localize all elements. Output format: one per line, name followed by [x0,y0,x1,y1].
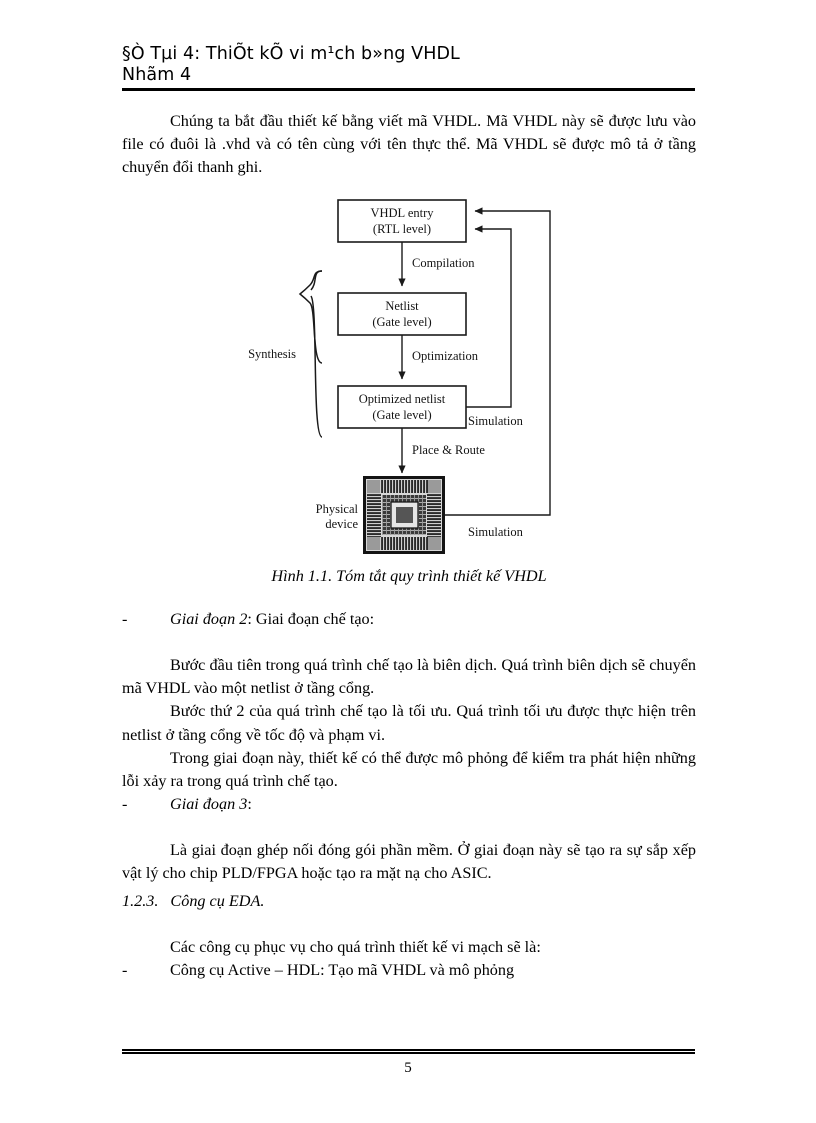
stage3-paragraph-1: Là giai đoạn ghép nối đóng gói phần mềm.… [122,841,696,883]
section-123-bullet-dash: - [122,961,128,980]
section-123-title: Công cụ EDA. [170,892,265,910]
synthesis-brace-path [298,270,323,364]
chip-pins-top [380,480,428,493]
node-vhdl-entry: VHDL entry (RTL level) [337,199,467,243]
synthesis-brace-lower [310,295,323,438]
stage2-heading-text: Giai đoạn 2: Giai đoạn chế tạo: [122,608,696,631]
synthesis-brace-upper [310,270,323,291]
stage2-paragraph-1: Bước đầu tiên trong quá trình chế tạo là… [122,656,696,698]
node-vhdl-entry-line2: (RTL level) [373,222,431,236]
node-netlist-box [337,292,467,336]
node-vhdl-entry-line1: VHDL entry [370,206,434,220]
edge-label-simulation-lower: Simulation [468,525,524,539]
header-title-line1: §Ò Tµi 4: ThiÕt kÕ vi m¹ch b»ng VHDL [122,44,460,64]
edge-label-compilation: Compilation [412,256,475,270]
edge-simulation-upper-path [466,225,512,408]
edge-label-optimization: Optimization [412,349,479,363]
edge-label-simulation-upper: Simulation [468,414,524,428]
stage3-block: - Giai đoạn 3: [122,793,696,816]
stage3-heading-text: Giai đoạn 3: [122,793,696,816]
figure-caption-block: Hình 1.1. Tóm tắt quy trình thiết kế VHD… [122,565,696,588]
node-physical-device-line2: device [325,517,358,531]
intro-paragraph: Chúng ta bắt đầu thiết kế bằng viết mã V… [122,112,696,177]
page-number: 5 [404,1060,412,1076]
flow-diagram-svg: VHDL entry (RTL level) Netlist (Gate lev… [248,199,551,554]
node-netlist-line2: (Gate level) [372,315,431,329]
synthesis-brace-label: Synthesis [248,347,296,361]
stage2-block: - Giai đoạn 2: Giai đoạn chế tạo: [122,608,696,631]
chip-pins-left [367,493,381,537]
footer-divider [122,1049,695,1054]
node-physical-device-line1: Physical [316,502,359,516]
edge-simulation-lower: Simulation [445,207,551,539]
figure-caption: Hình 1.1. Tóm tắt quy trình thiết kế VHD… [271,567,547,585]
stage3-heading-row: - Giai đoạn 3: [122,793,696,816]
stage2-paragraph-3: Trong giai đoạn này, thiết kế có thể đượ… [122,748,696,791]
edge-simulation-upper: Simulation [466,225,524,428]
footer-rule-bottom [122,1052,695,1054]
section-123-paragraph-1: Các công cụ phục vụ cho quá trình thiết … [170,938,541,956]
section-123-item-text: Công cụ Active – HDL: Tạo mã VHDL và mô … [170,961,515,980]
edge-simulation-lower-path [445,207,551,516]
chip-corner-tl [367,480,380,493]
section-123-number: 1.2.3. [122,892,159,910]
chip-corner-br [428,537,441,550]
stage2-bullet-dash: - [122,610,128,628]
edge-label-place-and-route: Place & Route [412,443,485,457]
stage3-bullet-dash: - [122,795,128,813]
chip-pins-right [427,493,441,537]
header-title-line2: Nhãm 4 [122,65,192,85]
chip-pins-bottom [380,537,428,550]
node-netlist: Netlist (Gate level) [337,292,467,336]
chip-die-core [396,507,413,523]
node-optimized-netlist: Optimized netlist (Gate level) [337,385,467,429]
node-vhdl-entry-box [337,199,467,243]
section-123-heading: 1.2.3. Công cụ EDA. [122,890,696,913]
figure-vhdl-design-flow: VHDL entry (RTL level) Netlist (Gate lev… [230,190,620,560]
stage3-heading-rest: : [247,795,252,813]
chip-corner-bl [367,537,380,550]
section-123-body: Các công cụ phục vụ cho quá trình thiết … [122,936,696,982]
synthesis-brace: Synthesis [248,270,323,438]
intro-block: Chúng ta bắt đầu thiết kế bằng viết mã V… [122,110,696,180]
footer-rule-top [122,1049,695,1051]
stage3-paragraphs: Là giai đoạn ghép nối đóng gói phần mềm.… [122,839,696,885]
node-netlist-line1: Netlist [385,299,419,313]
stage2-paragraphs: Bước đầu tiên trong quá trình chế tạo là… [122,654,696,793]
stage2-heading-row: - Giai đoạn 2: Giai đoạn chế tạo: [122,608,696,631]
node-optimized-netlist-line2: (Gate level) [372,408,431,422]
chip-corner-tr [428,480,441,493]
section-123-item-row: - Công cụ Active – HDL: Tạo mã VHDL và m… [122,959,696,982]
stage3-heading-italic: Giai đoạn 3 [170,795,248,813]
header-divider-rule [122,88,695,91]
node-optimized-netlist-line1: Optimized netlist [359,392,446,406]
footer-rule-gap [122,1051,695,1052]
section-123-block: 1.2.3. Công cụ EDA. [122,890,696,913]
stage2-heading-italic: Giai đoạn 2 [170,610,248,628]
running-header: §Ò Tµi 4: ThiÕt kÕ vi m¹ch b»ng VHDL Nhã… [122,44,702,86]
stage2-paragraph-2: Bước thứ 2 của quá trình chế tạo là tối … [122,702,696,744]
node-physical-device: Physical device [316,476,445,554]
stage2-heading-rest: : Giai đoạn chế tạo: [247,610,375,628]
